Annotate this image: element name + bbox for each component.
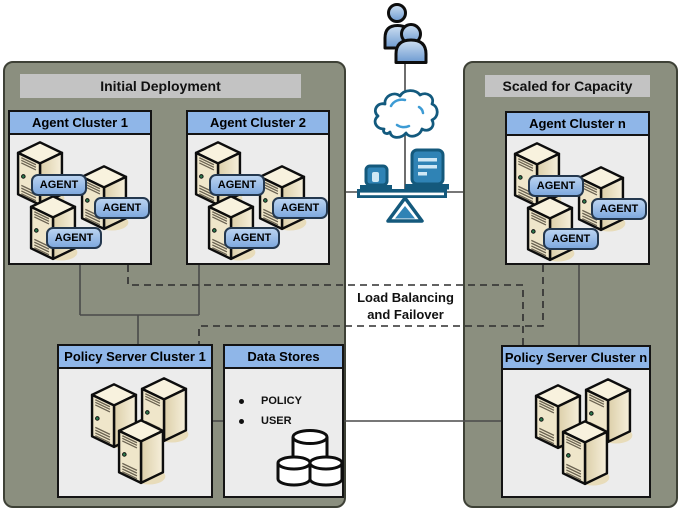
agent-cluster-1-body: AGENT AGENT AGENT: [10, 135, 150, 263]
agent-badge: AGENT: [591, 198, 647, 220]
server-tower-icon: [115, 417, 167, 487]
agent-badge: AGENT: [94, 197, 150, 219]
agent-cluster-2-header: Agent Cluster 2: [188, 112, 328, 135]
agent-cluster-n-header: Agent Cluster n: [507, 113, 648, 136]
group-title-initial-deployment: Initial Deployment: [20, 74, 301, 98]
agent-cluster-1-header: Agent Cluster 1: [10, 112, 150, 135]
bullet-icon: [239, 398, 244, 404]
policy-server-cluster-n-header: Policy Server Cluster n: [503, 347, 649, 370]
agent-badge: AGENT: [528, 175, 584, 197]
policy-server-cluster-n-body: [503, 370, 649, 496]
agent-badge: AGENT: [543, 228, 599, 250]
users-icon: [383, 3, 428, 64]
agent-cluster-1-box: Agent Cluster 1 AGENT AGENT AGENT: [8, 110, 152, 265]
load-balancing-label-line1: Load Balancing: [357, 290, 454, 305]
bullet-icon: [239, 418, 244, 424]
data-stores-header: Data Stores: [225, 346, 342, 369]
internet-cloud-icon: [373, 89, 439, 139]
load-balancing-failover-label: Load Balancing and Failover: [348, 289, 463, 323]
policy-server-cluster-1-body: [59, 369, 211, 496]
agent-badge: AGENT: [224, 227, 280, 249]
server-tower-icon: [559, 418, 611, 488]
group-title-scaled-for-capacity: Scaled for Capacity: [485, 75, 650, 97]
load-balancing-dashed-links: [127, 265, 544, 345]
data-store-item-user: USER: [225, 413, 292, 429]
agent-badge: AGENT: [209, 174, 265, 196]
policy-server-cluster-n-box: Policy Server Cluster n: [501, 345, 651, 498]
agent-badge: AGENT: [31, 174, 87, 196]
data-store-item-label: POLICY: [261, 395, 302, 407]
database-cylinders-icon: [276, 429, 344, 487]
agent-cluster-n-body: AGENT AGENT AGENT: [507, 136, 648, 263]
agent-cluster-2-body: AGENT AGENT AGENT: [188, 135, 328, 263]
policy-server-cluster-1-header: Policy Server Cluster 1: [59, 346, 211, 369]
data-store-item-label: USER: [261, 415, 292, 427]
data-stores-body: POLICY USER: [225, 369, 344, 496]
load-balancing-label-line2: and Failover: [367, 307, 444, 322]
agent-badge: AGENT: [272, 197, 328, 219]
agent-badge: AGENT: [46, 227, 102, 249]
data-store-item-policy: POLICY: [225, 393, 302, 409]
agent-cluster-n-box: Agent Cluster n AGENT AGENT AGENT: [505, 111, 650, 265]
agent-cluster-2-box: Agent Cluster 2 AGENT AGENT AGENT: [186, 110, 330, 265]
data-stores-box: Data Stores POLICY USER: [223, 344, 344, 498]
policy-server-cluster-1-box: Policy Server Cluster 1: [57, 344, 213, 498]
